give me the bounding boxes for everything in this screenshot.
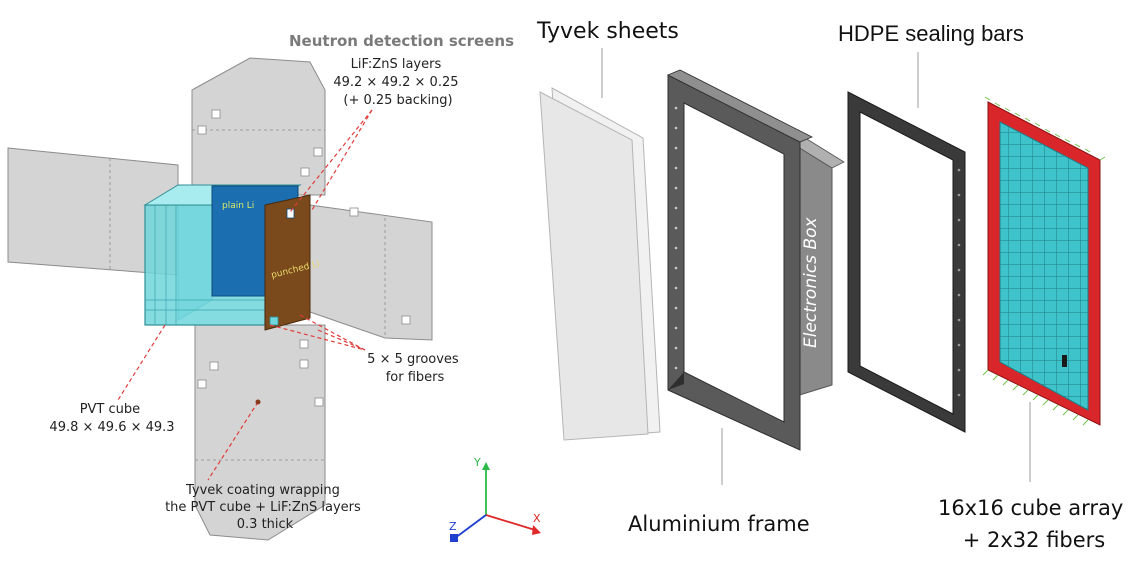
pvt-label: PVT cube 49.8 × 49.6 × 49.3 [49,402,174,435]
layers-label-line-1: LiF:ZnS layers [351,57,442,72]
tyvek-label-line-3: 0.3 thick [237,517,294,532]
tyvek-label-line-1: Tyvek coating wrapping [185,483,340,498]
grooves-label: 5 × 5 grooves for fibers [367,352,463,385]
fiber-ends [982,96,1106,426]
cube-array [987,101,1101,426]
hdpe-sealing-bars [847,91,966,433]
pvt-label-line-1: PVT cube [80,402,140,417]
frame-screws [674,106,678,370]
axis-z-label: Z [449,520,457,533]
tyvek-wrapping [7,57,433,541]
electronics-box-label: Electronics Box [801,217,821,348]
grooves-label-line-2: for fibers [386,370,445,385]
grooves-label-line-1: 5 × 5 grooves [367,352,459,367]
cube-array-label-line-1: 16x16 cube array [938,496,1123,520]
hdpe-screws [957,168,961,397]
cube-array-label-line-2: + 2x32 fibers [963,528,1106,552]
axis-x-label: X [533,512,541,525]
screens-title: Neutron detection screens [289,32,514,50]
pvt-label-line-2: 49.8 × 49.6 × 49.3 [49,420,174,435]
aluminium-frame [667,69,813,451]
axes-triad: Y X Z [449,456,541,542]
right-leaders [601,48,1031,485]
hdpe-bars-label: HDPE sealing bars [838,21,1024,46]
tyvek-marker [255,399,261,405]
layers-label-line-2: 49.2 × 49.2 × 0.25 [333,75,458,90]
wrap-fold-lines [109,129,386,461]
layers-label-line-3: (+ 0.25 backing) [343,93,452,108]
aluminium-frame-label: Aluminium frame [628,512,810,536]
axis-y-label: Y [473,456,481,469]
punched-li-layer [264,194,311,331]
tyvek-label-line-2: the PVT cube + LiF:ZnS layers [165,500,361,515]
groove-slot-top [286,208,295,219]
layers-label: LiF:ZnS layers 49.2 × 49.2 × 0.25 (+ 0.2… [333,57,462,108]
leader-lines [117,109,373,481]
wrap-holes [197,109,411,407]
tyvek-label: Tyvek coating wrapping the PVT cube + Li… [165,483,365,532]
groove-slot [269,316,279,326]
plain-li-label: plain Li [222,201,254,211]
tyvek-sheets [539,87,661,441]
tyvek-sheets-label: Tyvek sheets [536,19,679,44]
cube-array-label: 16x16 cube array + 2x32 fibers [938,496,1130,552]
